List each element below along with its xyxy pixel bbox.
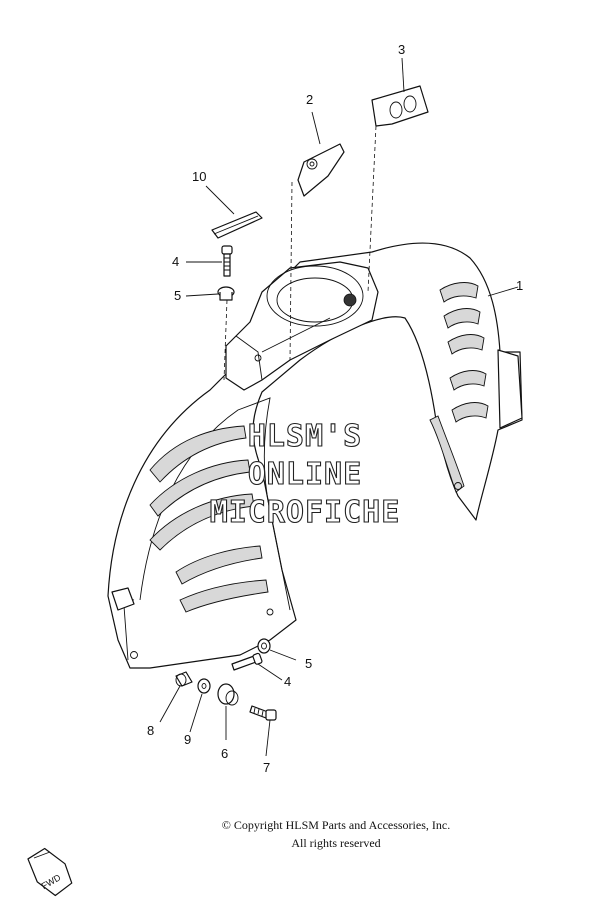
watermark-line-3: MICROFICHE xyxy=(210,495,401,530)
pad-part-10 xyxy=(211,211,263,239)
callout-5-lower: 5 xyxy=(305,656,312,671)
callout-9: 9 xyxy=(184,732,191,747)
leg-shield-part-1 xyxy=(107,242,523,669)
watermark-line-1: HLSM'S xyxy=(248,419,362,454)
collar-part-8 xyxy=(175,671,193,687)
grommet-part-6 xyxy=(217,683,239,706)
meter-housing xyxy=(225,261,379,391)
lower-grommet-part-5 xyxy=(257,638,271,654)
leader-lines xyxy=(159,57,519,757)
callout-2: 2 xyxy=(306,92,313,107)
plate-part-3 xyxy=(367,85,429,293)
callout-5: 5 xyxy=(174,288,181,303)
copyright-line-1: © Copyright HLSM Parts and Accessories, … xyxy=(221,818,451,832)
callout-1: 1 xyxy=(516,278,523,293)
bolt-part-7 xyxy=(249,705,277,721)
callout-7: 7 xyxy=(263,760,270,775)
callout-8: 8 xyxy=(147,723,154,738)
washer-part-9 xyxy=(197,678,211,694)
callout-4: 4 xyxy=(172,254,179,269)
bracket-part-2 xyxy=(289,143,345,361)
callout-10: 10 xyxy=(192,169,206,184)
watermark-line-2: ONLINE xyxy=(248,457,362,492)
callout-4-lower: 4 xyxy=(284,674,291,689)
callout-3: 3 xyxy=(398,42,405,57)
copyright-line-2: All rights reserved xyxy=(291,836,381,850)
fwd-arrow-icon: FWD xyxy=(27,847,73,897)
lower-bolt-part-4 xyxy=(231,652,263,671)
upper-bolt-part-4 xyxy=(221,245,233,277)
upper-grommet-part-5 xyxy=(217,286,235,381)
callout-6: 6 xyxy=(221,746,228,761)
